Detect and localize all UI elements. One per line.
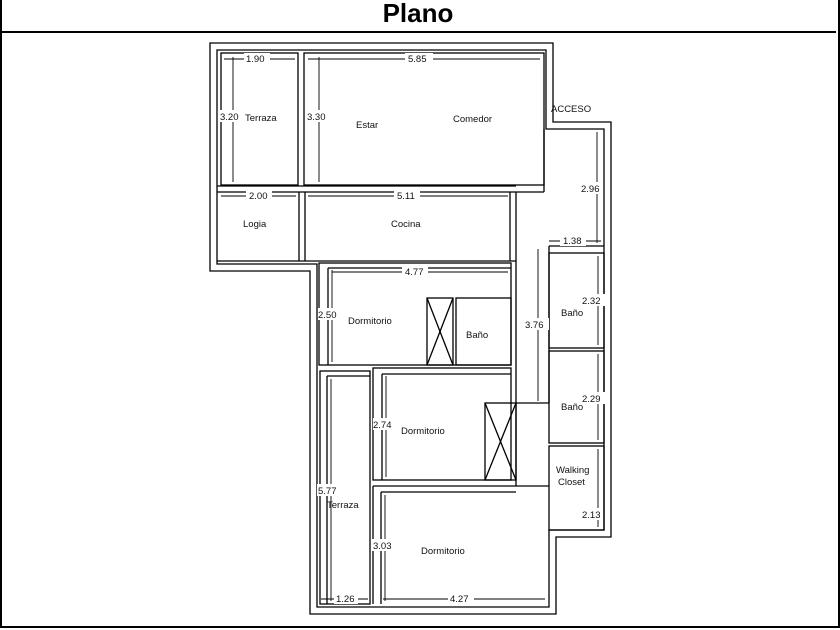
label-walking-closet-2: Closet — [558, 477, 585, 488]
dim-dormitorio-3-height: 3.03 — [373, 541, 392, 552]
dim-dormitorio-1-height: 2.50 — [318, 310, 337, 321]
label-dormitorio-3: Dormitorio — [421, 546, 465, 557]
dim-dormitorio-1-width: 4.77 — [405, 267, 424, 278]
shaft-1-cross-b — [426, 297, 454, 366]
dim-estar-width: 5.85 — [408, 54, 427, 65]
dim-terraza-top-width: 1.90 — [246, 54, 265, 65]
dormitorio-1-room — [318, 262, 512, 366]
dim-access-width: 1.38 — [563, 236, 582, 247]
label-cocina: Cocina — [391, 219, 421, 230]
dim-cocina-width: 5.11 — [397, 191, 415, 202]
label-estar: Estar — [356, 120, 378, 131]
dim-walking-closet-height: 2.13 — [582, 510, 601, 521]
bano-small-room — [455, 297, 512, 366]
dim-terraza-top-height: 3.20 — [220, 112, 239, 123]
label-bano-2: Baño — [561, 402, 583, 413]
label-access: ACCESO — [551, 104, 591, 115]
dim-dormitorio-3-width: 4.27 — [450, 594, 469, 605]
label-terraza-bottom: Terraza — [327, 500, 359, 511]
dim-logia-width: 2.00 — [249, 191, 268, 202]
dim-bano-2-height: 2.29 — [582, 394, 601, 405]
label-dormitorio-2: Dormitorio — [401, 426, 445, 437]
estar-comedor-room — [303, 52, 545, 186]
dim-estar-height: 3.30 — [307, 112, 326, 123]
dim-hall-height: 3.76 — [525, 320, 544, 331]
label-bano-small: Baño — [466, 330, 488, 341]
dim-terraza-bottom-height: 5.77 — [318, 486, 337, 497]
label-terraza-top: Terraza — [245, 113, 277, 124]
dim-bano-1-height: 2.32 — [582, 296, 601, 307]
page-title: Plano — [382, 0, 454, 28]
shaft-1 — [426, 297, 454, 366]
dim-dormitorio-2-height: 2.74 — [373, 420, 392, 431]
label-dormitorio-1: Dormitorio — [348, 316, 392, 327]
label-walking-closet-1: Walking — [556, 465, 589, 476]
label-logia: Logia — [243, 219, 267, 230]
label-comedor: Comedor — [453, 114, 492, 125]
dim-access-height: 2.96 — [581, 184, 600, 195]
dim-terraza-bottom-width: 1.26 — [336, 594, 355, 605]
outer-wall-outline — [209, 42, 612, 615]
title-bar: Plano — [0, 0, 836, 33]
walking-closet-room — [548, 445, 605, 531]
shaft-2-cross-b — [484, 402, 517, 481]
label-bano-1: Baño — [561, 308, 583, 319]
